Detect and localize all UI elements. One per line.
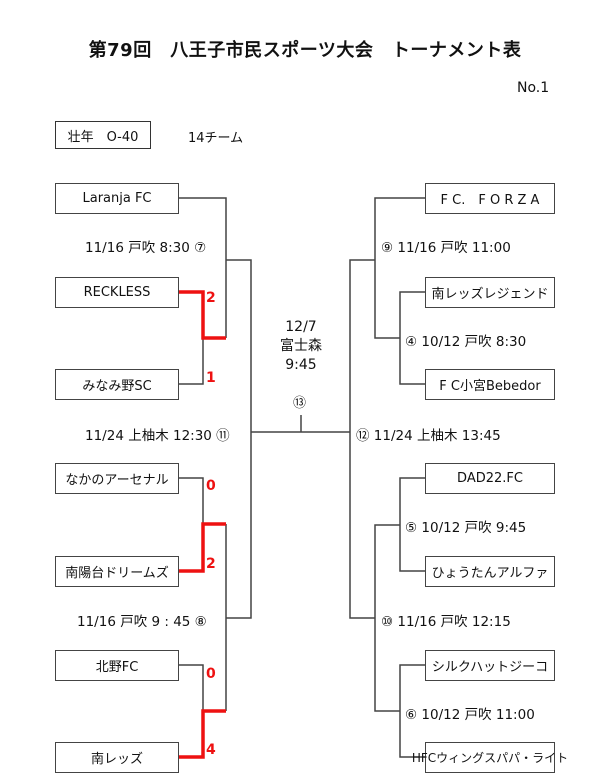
team-kitano-fc: 北野FC (55, 650, 179, 681)
team-fc-komiya-bebedor: F C小宮Bebedor (425, 369, 555, 400)
winner-line-nanyodai (178, 522, 226, 573)
match-4-info: ④ 10/12 戸吹 8:30 (405, 334, 527, 350)
match-7-info: 11/16 戸吹 8:30 ⑦ (85, 240, 207, 256)
match-10-info: ⑩ 11/16 戸吹 12:15 (381, 614, 511, 630)
line-minamino (178, 338, 204, 385)
team-minami-reds-legend: 南レッズレジェンド (425, 277, 555, 308)
line-laranja (178, 197, 227, 338)
team-reckless: RECKLESS (55, 277, 179, 308)
line-kitano (178, 664, 204, 711)
match-9-info: ⑨ 11/16 戸吹 11:00 (381, 240, 511, 256)
score-minamino: 1 (206, 370, 216, 386)
match-12-info: ⑫ 11/24 上柚木 13:45 (356, 428, 501, 444)
final-time: 9:45 (285, 357, 317, 373)
winner-line-reckless (178, 290, 226, 340)
line-m6 (399, 664, 425, 758)
team-minami-reds: 南レッズ (55, 742, 179, 773)
team-dad22-fc: DAD22.FC (425, 463, 555, 494)
team-minamino-sc: みなみ野SC (55, 369, 179, 400)
final-date: 12/7 (285, 319, 317, 335)
team-nanyodai-dreams: 南陽台ドリームズ (55, 556, 179, 587)
page-title: 第79回 八王子市民スポーツ大会 トーナメント表 (88, 40, 522, 61)
team-nakano-arsenal: なかのアーセナル (55, 463, 179, 494)
score-kitano: 0 (206, 666, 216, 682)
score-minami-reds: 4 (206, 742, 216, 758)
page-number: No.1 (517, 80, 550, 96)
winner-line-minami-reds (178, 709, 226, 759)
score-reckless: 2 (206, 290, 216, 306)
line-nakano (178, 477, 204, 524)
score-nanyodai: 2 (206, 556, 216, 572)
team-fc-forza: F C. F O R Z A (425, 183, 555, 214)
match-11-info: 11/24 上柚木 12:30 ⑪ (85, 428, 230, 444)
team-silkhat-zico: シルクハットジーコ (425, 650, 555, 681)
team-laranja-fc: Laranja FC (55, 183, 179, 214)
final-info: 12/7 富士森 9:45 (270, 318, 332, 375)
line-m10 (374, 524, 400, 712)
team-count: 14チーム (188, 131, 244, 146)
team-hfc-wings-papa-light: HFCウィングスパパ・ライト (412, 742, 568, 773)
category-box: 壮年 O-40 (55, 121, 151, 149)
team-hyoutan-alpha: ひょうたんアルファ (425, 556, 555, 587)
match-6-info: ⑥ 10/12 戸吹 11:00 (405, 707, 535, 723)
match-5-info: ⑤ 10/12 戸吹 9:45 (405, 520, 527, 536)
final-match-number: ⑬ (293, 396, 307, 411)
match-8-info: 11/16 戸吹 9 : 45 ⑧ (77, 614, 207, 630)
score-nakano: 0 (206, 478, 216, 494)
final-venue: 富士森 (280, 338, 322, 354)
line-forza (374, 197, 425, 339)
line-r2-right (349, 259, 375, 619)
line-m4 (399, 291, 425, 385)
line-r2-left-top (226, 259, 252, 619)
